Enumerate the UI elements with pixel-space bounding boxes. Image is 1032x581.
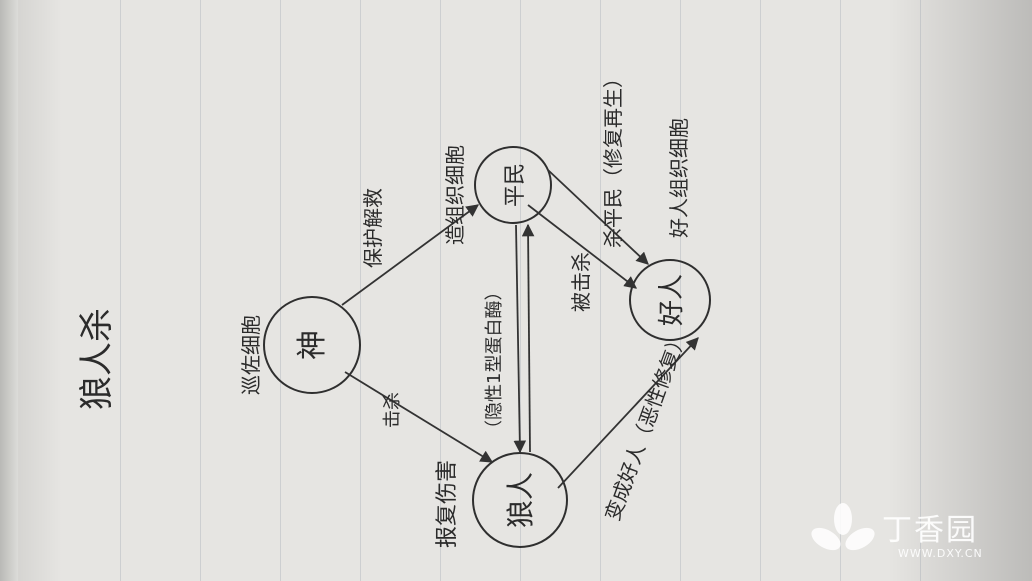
label-villager-top: 造组织细胞	[443, 145, 467, 245]
node-good-circle	[629, 259, 711, 341]
label-villager-good: 被击杀	[569, 252, 593, 312]
edge-villager-good	[527, 204, 637, 289]
watermark-brand: 丁香园	[882, 513, 978, 548]
page-rule	[120, 0, 121, 581]
page-rule	[280, 0, 281, 581]
node-werewolf-label: 狼人	[504, 472, 537, 528]
page-rule	[680, 0, 681, 581]
page-rule	[200, 0, 201, 581]
label-good-werewolf: 变成好人（恶性修复）	[600, 328, 691, 524]
edge-villager-werewolf	[513, 224, 527, 454]
node-good-label: 好人	[657, 274, 687, 326]
label-werewolf-villager: （隐性1型蛋白酶）	[484, 283, 505, 438]
clover-leaf-icon	[811, 503, 875, 551]
edge-werewolf-villager	[521, 223, 535, 453]
page-rule	[840, 0, 841, 581]
notebook-binding	[0, 0, 18, 581]
edge-villager-good-upper	[547, 169, 649, 265]
watermark-url: WWW.DXY.CN	[898, 547, 983, 560]
label-villager-right-b: 好人组织细胞	[667, 118, 691, 238]
edge-werewolf-good	[557, 337, 699, 489]
diagram-title: 狼人杀	[77, 308, 117, 410]
label-god-top: 巡佐细胞	[239, 315, 263, 395]
node-god-label: 神	[295, 330, 330, 360]
page-rule	[440, 0, 441, 581]
page-rule	[760, 0, 761, 581]
label-werewolf-left: 报复伤害	[435, 460, 460, 548]
node-villager-circle	[474, 146, 552, 224]
label-villager-right-a: 杀平民（修复再生）	[601, 68, 625, 248]
label-god-villager: 保护解救	[361, 188, 385, 268]
edge-god-werewolf	[344, 371, 494, 463]
page-rule	[920, 0, 921, 581]
edge-god-villager	[341, 204, 480, 306]
label-god-werewolf: 击杀	[382, 392, 403, 428]
node-villager-label: 平民	[503, 163, 528, 207]
page-rule	[520, 0, 521, 581]
node-god-circle	[263, 296, 361, 394]
page-rule	[600, 0, 601, 581]
watermark: 丁香园 WWW.DXY.CN	[808, 501, 1018, 571]
